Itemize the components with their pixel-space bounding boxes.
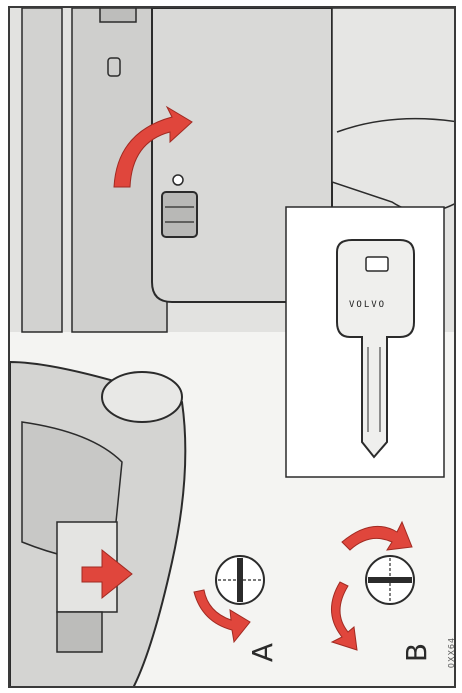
rotate-arrow-c-icon [331,582,357,650]
rotate-arrow-b-icon [342,522,412,550]
key-inset [286,207,444,477]
label-b: B [400,643,433,662]
label-a: A [246,643,279,662]
key-brand: VOLVO [349,300,386,310]
lock-position-b-icon [366,556,414,604]
figure-code: 0XX64 [447,637,456,668]
illustration-svg [10,8,456,688]
trunk-view [10,362,185,688]
illustration-frame: VOLVO A B 0XX64 [8,6,456,688]
lock-position-a-icon [216,556,264,604]
